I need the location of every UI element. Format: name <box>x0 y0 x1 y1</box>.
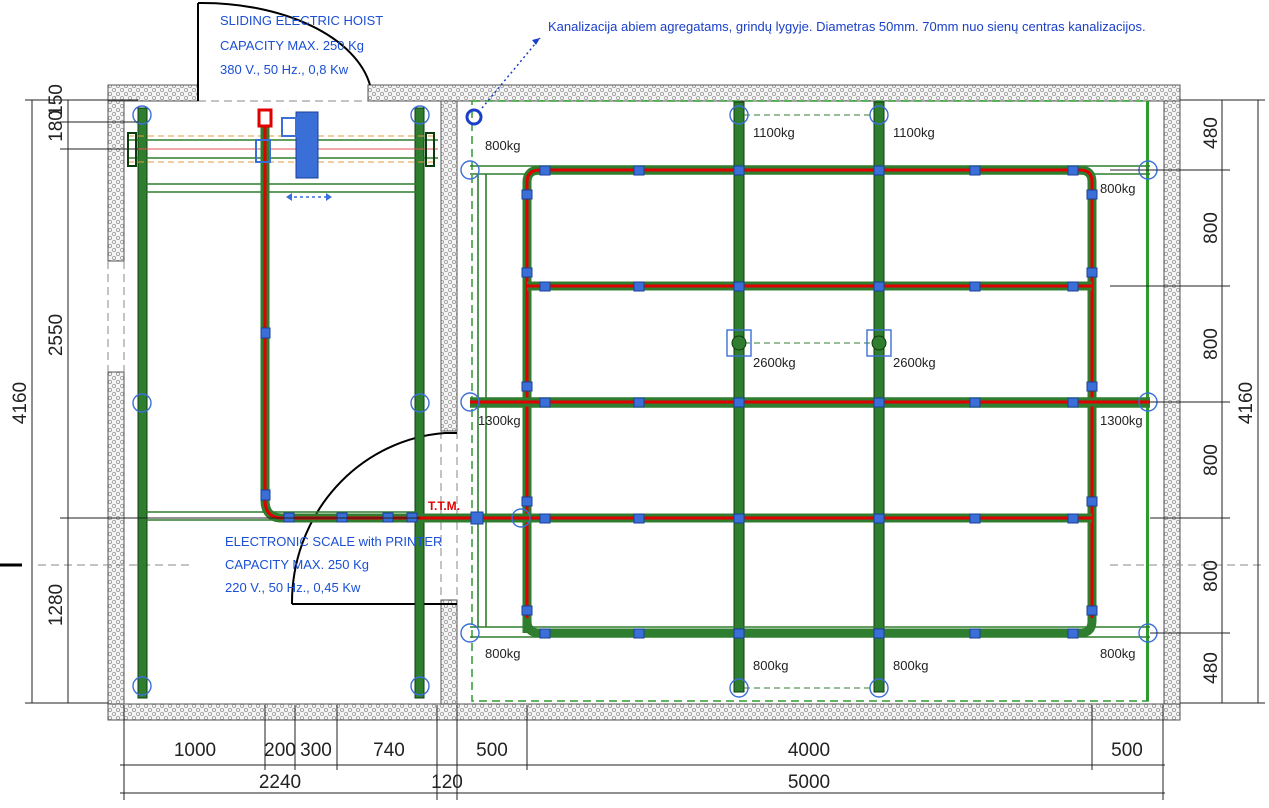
dim-150: 150 <box>46 84 67 116</box>
dim-800-b: 800 <box>1201 328 1222 360</box>
left-dimensions: 180 150 2550 1280 4160 <box>10 84 67 626</box>
left-room-rails <box>127 105 440 699</box>
ttm-label: T.T.M. <box>428 499 460 513</box>
dim-800-a: 800 <box>1201 212 1222 244</box>
load-top-right-col: 1100kg <box>893 125 935 140</box>
hoist-label-line2: CAPACITY MAX. 250 Kg <box>220 38 364 53</box>
right-dimensions: 480 800 800 800 800 480 4160 <box>1201 117 1257 684</box>
load-corner-top-left: 800kg <box>485 138 520 153</box>
dim-4160-right: 4160 <box>1236 382 1257 424</box>
dim-1280: 1280 <box>46 584 67 626</box>
dim-480-top: 480 <box>1201 117 1222 149</box>
drain-icon <box>465 108 483 126</box>
dim-740: 740 <box>373 740 405 761</box>
load-side-right: 1300kg <box>1100 413 1143 428</box>
scale-label-line1: ELECTRONIC SCALE with PRINTER <box>225 534 442 549</box>
load-bottom-right-col: 800kg <box>893 658 928 673</box>
door-openings <box>38 100 1265 600</box>
dim-5000: 5000 <box>788 772 830 793</box>
load-corner-bottom-left: 800kg <box>485 646 520 661</box>
dim-1000: 1000 <box>174 740 216 761</box>
dim-300: 300 <box>300 740 332 761</box>
load-mid-left-col: 2600kg <box>753 355 796 370</box>
hoist-label: SLIDING ELECTRIC HOIST CAPACITY MAX. 250… <box>220 13 383 77</box>
door-swing-arcs <box>197 1 457 605</box>
hoist-motor-icon <box>257 108 273 128</box>
dim-800-d: 800 <box>1201 560 1222 592</box>
load-mid-right-col: 2600kg <box>893 355 936 370</box>
scale-label: ELECTRONIC SCALE with PRINTER CAPACITY M… <box>225 534 442 595</box>
bottom-dimensions-row1: 1000 200 300 740 500 4000 500 <box>174 740 1143 761</box>
dim-4000: 4000 <box>788 740 830 761</box>
load-top-left-col: 1100kg <box>753 125 795 140</box>
dim-2550: 2550 <box>46 314 67 356</box>
load-corner-top-right: 800kg <box>1100 181 1135 196</box>
dim-2240: 2240 <box>259 772 301 793</box>
hoist-trolley-icon <box>295 111 319 179</box>
dimension-lines <box>25 99 1265 800</box>
load-bottom-left-col: 800kg <box>753 658 788 673</box>
drainage-note: Kanalizacija abiem agregatams, grindų ly… <box>548 19 1146 34</box>
hoist-label-line3: 380 V., 50 Hz., 0,8 Kw <box>220 62 349 77</box>
load-corner-bottom-right: 800kg <box>1100 646 1135 661</box>
dim-500-right: 500 <box>1111 740 1143 761</box>
scale-label-line2: CAPACITY MAX. 250 Kg <box>225 557 369 572</box>
dim-800-c: 800 <box>1201 444 1222 476</box>
bottom-dimensions-row2: 2240 120 5000 <box>259 772 830 793</box>
dim-120: 120 <box>431 772 463 793</box>
dim-4160-left: 4160 <box>10 382 31 424</box>
load-labels: 1100kg 1100kg 2600kg 2600kg 800kg 800kg … <box>478 125 1143 673</box>
right-room-rails <box>440 37 1158 702</box>
dim-200: 200 <box>264 740 296 761</box>
dim-180: 180 <box>46 110 67 142</box>
dim-480-bottom: 480 <box>1201 652 1222 684</box>
scale-label-line3: 220 V., 50 Hz., 0,45 Kw <box>225 580 361 595</box>
wall-panels <box>107 84 1181 721</box>
dim-500-left: 500 <box>476 740 508 761</box>
load-side-left: 1300kg <box>478 413 521 428</box>
hoist-label-line1: SLIDING ELECTRIC HOIST <box>220 13 383 28</box>
